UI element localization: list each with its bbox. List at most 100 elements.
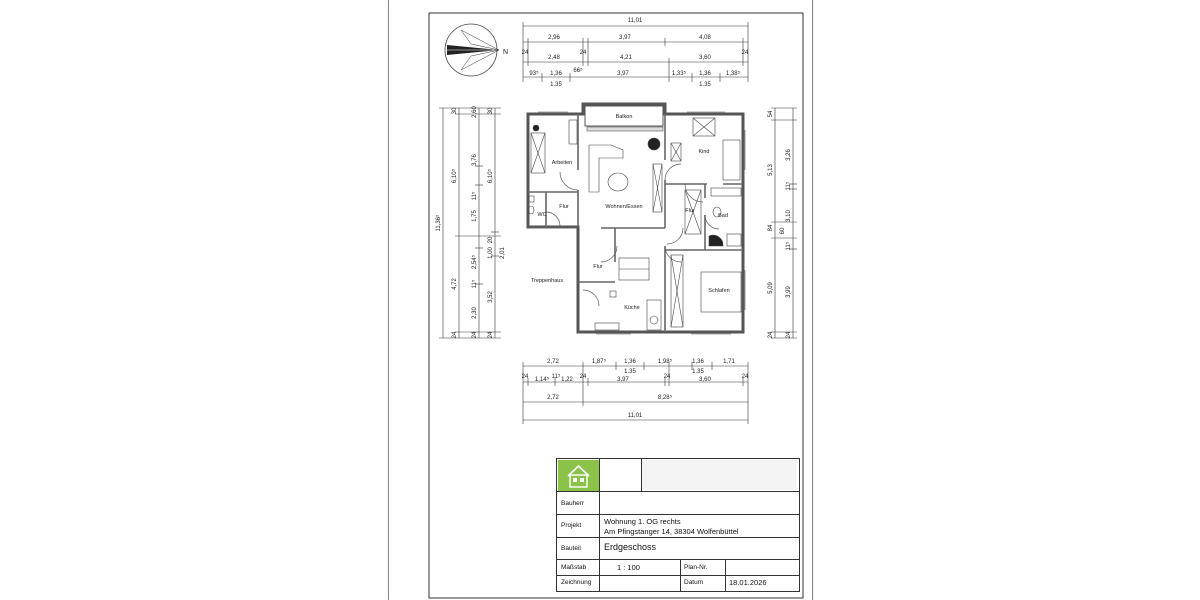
balcony-threshold bbox=[586, 126, 664, 132]
room-label-wc: WC bbox=[537, 212, 546, 218]
dim-text: 1,22 bbox=[561, 377, 573, 383]
dim-text: 24 bbox=[472, 331, 478, 338]
zeichnung-label: Zeichnung bbox=[561, 579, 592, 586]
dim-text: 24 bbox=[522, 50, 529, 56]
dim-text: 5,13 bbox=[768, 164, 774, 176]
room-label-flur: Flur bbox=[559, 204, 569, 210]
windows bbox=[538, 111, 746, 335]
dim-text: 24 bbox=[580, 50, 587, 56]
dim-text: 1,98⁵ bbox=[658, 358, 673, 365]
dim-text: 1.35 bbox=[550, 82, 562, 88]
dim-text: 2,01 bbox=[500, 247, 506, 259]
top-dimension-texts: 11,01 24 2,96 24 3,97 4,08 24 2,48 4,21 … bbox=[522, 18, 749, 88]
dim-text: 1,36 bbox=[550, 71, 562, 77]
dim-text: 1.35 bbox=[624, 369, 636, 375]
dim-text: 1,14⁵ bbox=[535, 376, 550, 383]
dim-text: 84 bbox=[768, 224, 774, 231]
room-label-wohnen: Wohnen/Essen bbox=[605, 204, 642, 210]
massstab-label: Maßstab bbox=[561, 564, 587, 571]
bauteil-value: Erdgeschoss bbox=[604, 542, 657, 552]
dim-text: 3,26 bbox=[786, 149, 792, 161]
dim-text: 3,97 bbox=[617, 377, 629, 383]
room-label-arbeiten: Arbeiten bbox=[552, 160, 573, 166]
dim-text: 24 bbox=[580, 374, 587, 380]
dim-text: 1,75 bbox=[472, 210, 478, 222]
datum-label: Datum bbox=[684, 579, 704, 586]
drawing-frame bbox=[428, 12, 804, 599]
dim-text: 1,36 bbox=[624, 359, 636, 365]
dim-text: 2,54⁵ bbox=[471, 254, 478, 269]
dim-text: 11⁵ bbox=[785, 241, 792, 250]
room-label-flur: Flur bbox=[685, 208, 695, 214]
dim-text: 11,36⁵ bbox=[435, 214, 442, 232]
furniture bbox=[527, 117, 742, 331]
dim-text: 4,72 bbox=[452, 278, 458, 290]
dim-text: 1,36 bbox=[699, 71, 711, 77]
dim-text: 1,36 bbox=[692, 359, 704, 365]
dim-text: 20 bbox=[488, 236, 494, 243]
projekt-line2: Am Pfingstanger 14, 38304 Wolfenbüttel bbox=[604, 527, 739, 536]
dim-text: 24 bbox=[742, 374, 749, 380]
dim-text: 1,38⁵ bbox=[726, 70, 741, 77]
room-label-treppenhaus: Treppenhaus bbox=[531, 278, 563, 284]
dim-text: 30 bbox=[452, 107, 458, 114]
dim-text: 24 bbox=[768, 331, 774, 338]
room-label-bad: Bad bbox=[718, 213, 728, 219]
balcony-outline bbox=[584, 105, 664, 127]
room-label-kind: Kind bbox=[698, 149, 709, 155]
dim-text: 24 bbox=[664, 374, 671, 380]
dim-text: 3,10 bbox=[786, 210, 792, 222]
dim-text: 2,72 bbox=[547, 395, 559, 401]
massstab-value: 1 : 100 bbox=[617, 563, 640, 572]
bauherr-label: Bauherr bbox=[561, 500, 585, 507]
top-dimension-lines bbox=[522, 22, 749, 82]
dim-text: 1,87⁵ bbox=[592, 358, 607, 365]
dim-text: 2,60 bbox=[472, 106, 478, 118]
dim-text: 60 bbox=[780, 227, 786, 234]
dim-text: 6,10⁵ bbox=[451, 168, 458, 183]
dim-text: 4,08 bbox=[699, 35, 711, 41]
room-label-kueche: Küche bbox=[624, 305, 640, 311]
bottom-dimension-texts: 2,72 1,87⁵ 1,36 1,98⁵ 1,36 1,71 1.35 1.3… bbox=[522, 358, 749, 419]
door-swings bbox=[545, 163, 720, 307]
compass-north-label: N bbox=[503, 49, 508, 56]
walls bbox=[526, 102, 745, 334]
dim-text: 24 bbox=[742, 50, 749, 56]
projekt-label: Projekt bbox=[561, 522, 582, 529]
dim-text: 24 bbox=[786, 331, 792, 338]
room-labels: Arbeiten WC Flur Wohnen/Essen Balkon Kin… bbox=[531, 114, 730, 311]
left-dimension-texts: 11,36⁵ 30 6,10⁵ 4,72 24 2,60 3,76 11⁵ 1,… bbox=[435, 106, 506, 339]
bottom-dimension-lines bbox=[522, 362, 749, 424]
dim-text: 3,97 bbox=[617, 71, 629, 77]
dim-text: 3,52 bbox=[488, 291, 494, 303]
right-dimension-texts: 54 5,13 84 5,09 24 3,26 11⁵ 3,10 60 11⁵ … bbox=[768, 110, 792, 338]
room-label-schlafen: Schlafen bbox=[708, 288, 729, 294]
compass-icon: N bbox=[444, 23, 508, 77]
dim-text: 30 bbox=[488, 107, 494, 114]
dim-text: 3,60 bbox=[699, 377, 711, 383]
dim-text: 1,33⁵ bbox=[672, 70, 687, 77]
dim-text: 5,09 bbox=[768, 282, 774, 294]
dim-text: 3,60 bbox=[699, 55, 711, 61]
right-dimension-lines bbox=[771, 107, 797, 339]
interior-walls bbox=[528, 114, 743, 332]
plannr-label: Plan-Nr. bbox=[684, 564, 708, 571]
room-label-flur: Flur bbox=[593, 264, 603, 270]
dim-text: 2,72 bbox=[547, 359, 559, 365]
dim-text: 3,97 bbox=[619, 35, 631, 41]
dim-text: 3,76 bbox=[472, 154, 478, 166]
dim-text: 54 bbox=[768, 110, 774, 117]
dim-text: 11⁵ bbox=[471, 279, 478, 288]
dim-text: 24 bbox=[452, 331, 458, 338]
dim-text: 24 bbox=[522, 374, 529, 380]
projekt-line1: Wohnung 1. OG rechts bbox=[604, 517, 681, 526]
dim-text: 3,99 bbox=[786, 286, 792, 298]
dim-text: 11,01 bbox=[628, 413, 643, 419]
plan-sheet: N 11,01 24 2,96 24 3,97 4, bbox=[388, 0, 813, 600]
dim-text: 66⁵ bbox=[573, 67, 583, 74]
dim-text: 11⁵ bbox=[785, 181, 792, 190]
dim-text: 11⁵ bbox=[552, 373, 561, 380]
left-dimension-lines bbox=[439, 107, 501, 339]
dim-text: 1,00 bbox=[488, 247, 494, 259]
datum-value: 18.01.2026 bbox=[729, 578, 767, 587]
